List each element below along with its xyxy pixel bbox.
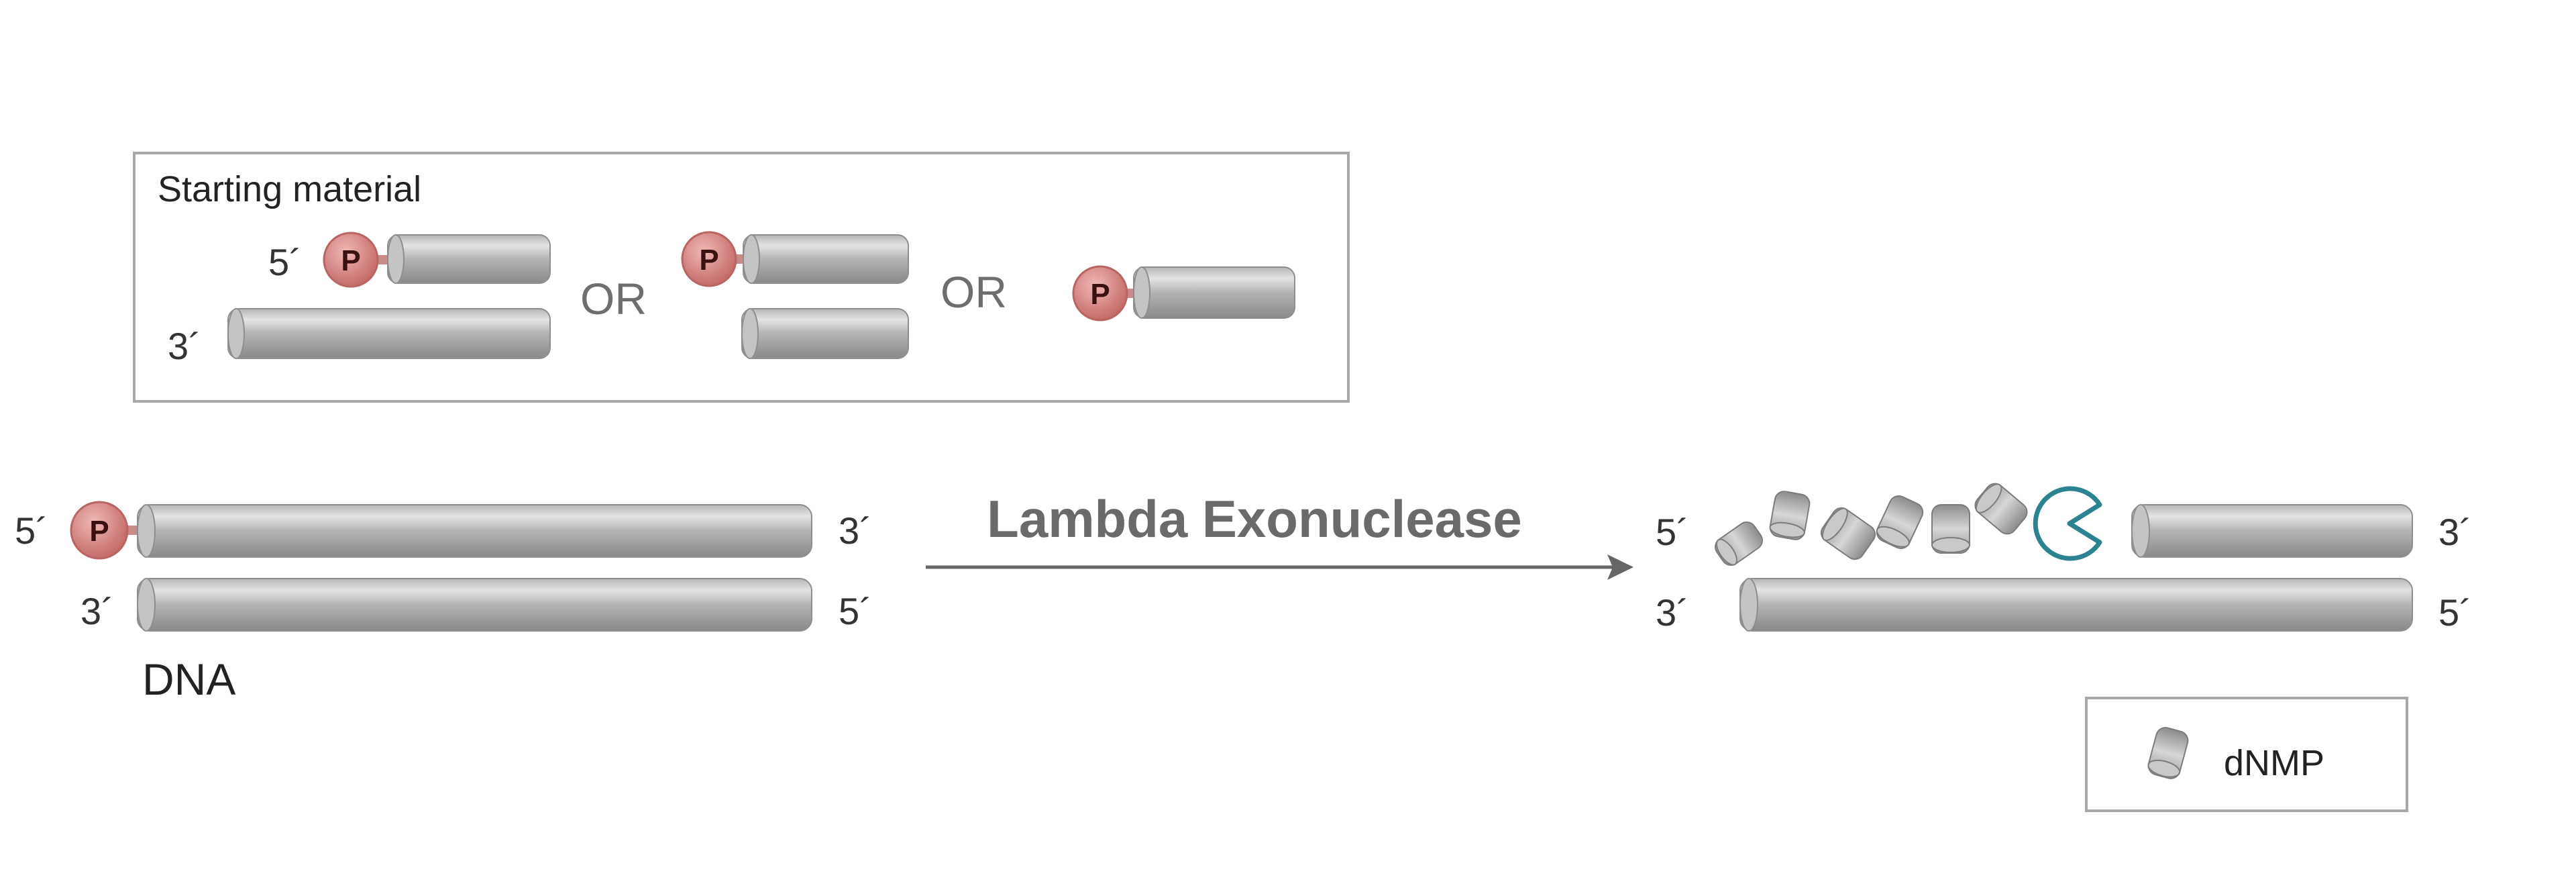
- input-bottom-5-label: 5´: [839, 590, 872, 632]
- reaction-arrow: Lambda Exonuclease: [926, 489, 1633, 580]
- option-1-bottom-3-label: 3´: [168, 325, 201, 367]
- option-3-ssdna: P: [1072, 265, 1295, 321]
- input-bottom-strand: [137, 578, 812, 632]
- or-separator-1: OR: [580, 274, 647, 324]
- legend-box: dNMP: [2085, 697, 2408, 812]
- output-top-strand-remaining: [2131, 504, 2413, 558]
- option-1-dsdna: 5´ P 3´: [168, 232, 551, 367]
- legend-label: dNMP: [2224, 743, 2324, 783]
- option-1-bottom-strand: [227, 308, 551, 359]
- output-bottom-strand: [1739, 578, 2413, 632]
- dnmp-cylinder-icon: [1715, 521, 1763, 566]
- output-top-3-label: 3´: [2438, 511, 2472, 553]
- starting-material-title: Starting material: [158, 169, 421, 209]
- output-top-5-label: 5´: [1656, 511, 1689, 553]
- option-2-top-strand: [743, 234, 909, 284]
- dnmp-cylinder-icon: [1931, 504, 1970, 554]
- released-dnmp-group: [1715, 483, 2028, 566]
- input-dna: 5´ P 3´ 3´ 5´ DNA: [15, 501, 872, 704]
- dnmp-cylinder-icon: [1820, 507, 1876, 560]
- option-3-strand: [1133, 266, 1295, 319]
- input-top-5-label: 5´: [15, 509, 48, 552]
- output-bottom-5-label: 5´: [2438, 591, 2472, 634]
- arrow-head: [1607, 554, 1633, 580]
- starting-material-border: [133, 152, 1350, 403]
- pacman-enzyme-icon: [2033, 486, 2102, 561]
- phosphate-circle-icon: P: [681, 231, 749, 287]
- option-2-bottom-strand: [741, 308, 909, 359]
- input-top-strand: [137, 504, 812, 558]
- input-bottom-3-label: 3´: [80, 590, 114, 632]
- dnmp-cylinder-icon: [1876, 495, 1924, 550]
- or-separator-2: OR: [941, 267, 1007, 317]
- output-bottom-3-label: 3´: [1656, 591, 1689, 634]
- legend-border: [2085, 697, 2408, 812]
- input-top-3-label: 3´: [839, 509, 872, 552]
- starting-material-box: Starting material 5´ P 3´ OR: [133, 152, 1350, 403]
- phosphate-circle-icon: P: [323, 232, 394, 288]
- option-1-top-5-label: 5´: [268, 241, 302, 283]
- enzyme-label: Lambda Exonuclease: [987, 489, 1522, 548]
- phosphate-label: P: [699, 244, 718, 277]
- output-dna: 5´: [1656, 483, 2472, 634]
- dnmp-cylinder-icon: [1769, 491, 1811, 540]
- phosphate-label: P: [89, 515, 109, 548]
- dna-caption: DNA: [142, 654, 235, 704]
- dnmp-cylinder-icon: [2147, 727, 2189, 779]
- phosphate-label: P: [1090, 278, 1110, 311]
- phosphate-circle-icon: P: [1072, 265, 1140, 321]
- option-1-top-strand: [387, 234, 551, 284]
- phosphate-circle-icon: P: [70, 501, 146, 560]
- option-2-dsdna: P: [681, 231, 909, 359]
- phosphate-label: P: [341, 244, 360, 277]
- dnmp-cylinder-icon: [1974, 483, 2028, 535]
